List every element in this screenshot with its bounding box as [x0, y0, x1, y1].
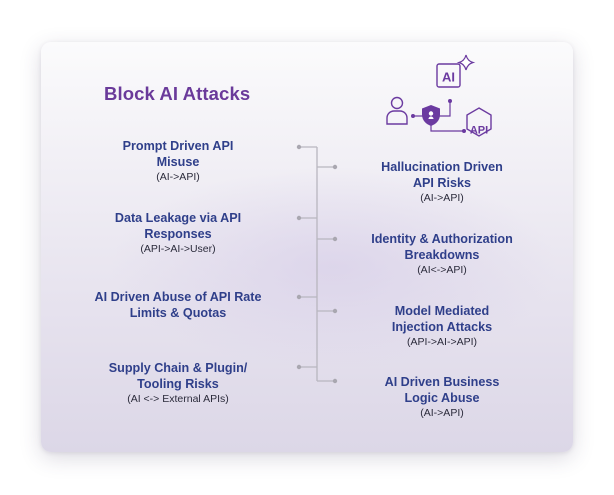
- connector-dot: [296, 215, 302, 221]
- diagram-title: Block AI Attacks: [104, 83, 251, 104]
- attack-item-business-logic-abuse: AI Driven Business Logic Abuse (AI->API): [347, 374, 537, 420]
- item-title-line1: Data Leakage via API: [114, 211, 242, 225]
- item-title-line2: Breakdowns: [404, 248, 480, 262]
- item-title-line2: Injection Attacks: [391, 320, 493, 334]
- api-hexagon-icon: API: [466, 107, 492, 137]
- item-flow: (AI<->API): [417, 264, 467, 276]
- attack-item-rate-limit-abuse: AI Driven Abuse of API Rate Limits & Quo…: [73, 289, 283, 321]
- item-title-line1: Identity & Authorization: [371, 232, 513, 246]
- attack-item-model-mediated-injection: Model Mediated Injection Attacks (API->A…: [347, 303, 537, 349]
- attack-item-supply-chain: Supply Chain & Plugin/ Tooling Risks (AI…: [73, 360, 283, 406]
- connector-arrows: [411, 98, 466, 133]
- connector-dot: [332, 236, 338, 242]
- hero-illustration: AI API: [386, 54, 492, 137]
- api-hexagon-label: API: [470, 125, 488, 137]
- connector-dot: [296, 294, 302, 300]
- item-title-line2: API Risks: [412, 176, 472, 190]
- attack-item-hallucination: Hallucination Driven API Risks (AI->API): [347, 159, 537, 205]
- item-title-line1: Model Mediated: [394, 304, 490, 318]
- shield-icon: [422, 105, 440, 126]
- item-title-line2: Logic Abuse: [404, 391, 480, 405]
- item-title-line1: Prompt Driven API: [122, 139, 234, 153]
- item-flow: (AI->API): [420, 192, 464, 204]
- user-icon: [386, 96, 408, 125]
- ai-chip-icon: AI: [436, 63, 461, 88]
- item-flow: (AI->API): [420, 407, 464, 419]
- connector-dot: [332, 378, 338, 384]
- sparkle-icon: [456, 54, 476, 71]
- connector-dot: [332, 308, 338, 314]
- ai-chip-label: AI: [442, 70, 455, 85]
- item-flow: (API->AI->User): [140, 243, 216, 255]
- item-title-line1: AI Driven Business: [384, 375, 500, 389]
- item-flow: (AI <-> External APIs): [127, 393, 229, 405]
- connector-dot: [296, 144, 302, 150]
- item-title-line1: AI Driven Abuse of API Rate: [94, 290, 262, 304]
- item-flow: (AI->API): [156, 171, 200, 183]
- connector-dot: [332, 164, 338, 170]
- attack-item-identity-authorization: Identity & Authorization Breakdowns (AI<…: [347, 231, 537, 277]
- item-flow: (API->AI->API): [406, 336, 478, 348]
- item-title-line2: Limits & Quotas: [129, 306, 227, 320]
- connector-dot: [296, 364, 302, 370]
- item-title-line2: Responses: [144, 227, 212, 241]
- item-title-line1: Hallucination Driven: [381, 160, 503, 174]
- item-title-line1: Supply Chain & Plugin/: [108, 361, 248, 375]
- item-title-line2: Tooling Risks: [137, 377, 219, 391]
- attack-item-prompt-driven-misuse: Prompt Driven API Misuse (AI->API): [73, 138, 283, 184]
- attack-item-data-leakage: Data Leakage via API Responses (API->AI-…: [73, 210, 283, 256]
- item-title-line2: Misuse: [156, 155, 200, 169]
